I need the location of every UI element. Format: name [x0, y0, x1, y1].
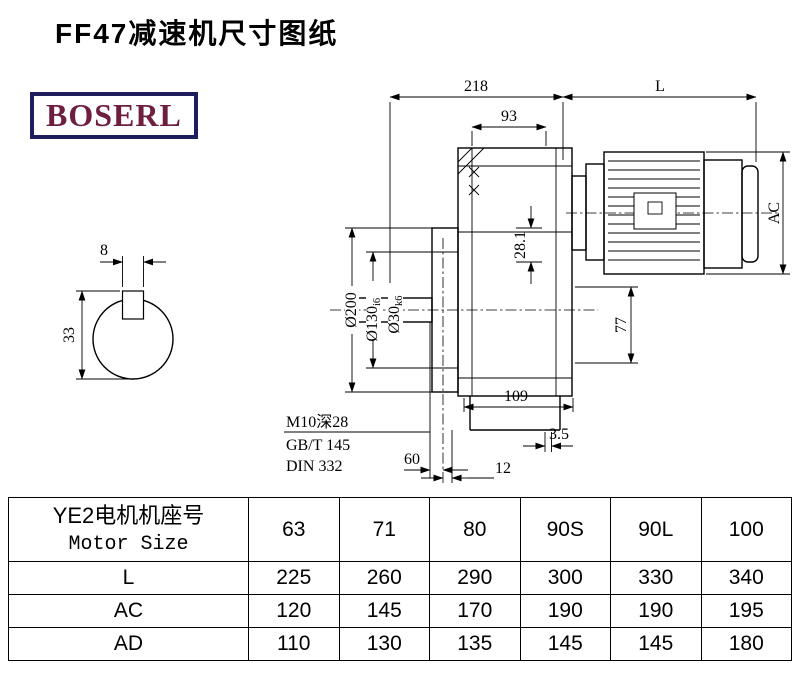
- value-AC-100: 195: [700, 594, 792, 628]
- value-AD-100: 180: [700, 627, 792, 661]
- motor-size-100: 100: [700, 497, 792, 562]
- dim-d30-tolerance: k6: [394, 296, 405, 307]
- value-AD-71: 130: [338, 627, 430, 661]
- page-title: FF47减速机尺寸图纸: [55, 18, 339, 49]
- motor-size-80: 80: [429, 497, 521, 562]
- row-label-AD: AD: [8, 627, 249, 661]
- motor-nameplate: [633, 192, 677, 230]
- table-row-AC: AC 120 145 170 190 190 195: [8, 594, 792, 628]
- motor-flange: [585, 163, 605, 261]
- value-AC-71: 145: [338, 594, 430, 628]
- dim-109-label: 109: [504, 388, 528, 405]
- motor-size-90s: 90S: [519, 497, 611, 562]
- value-L-63: 225: [248, 561, 340, 595]
- dim-28-1-label: 28.1: [512, 231, 529, 259]
- motor-endbell: [703, 159, 743, 269]
- value-L-100: 340: [700, 561, 792, 595]
- value-L-90s: 300: [519, 561, 611, 595]
- motor-size-63: 63: [248, 497, 340, 562]
- table-row-AD: AD 110 130 135 145 145 180: [8, 627, 792, 661]
- value-AD-90l: 145: [610, 627, 702, 661]
- motor-size-90l: 90L: [610, 497, 702, 562]
- value-AC-80: 170: [429, 594, 521, 628]
- dim-AC-label: AC: [766, 202, 783, 224]
- fan-cowl: [741, 165, 759, 263]
- dim-d200-label: Ø200: [343, 292, 360, 328]
- note-din-standard: DIN 332: [286, 458, 342, 475]
- motor-size-table: YE2电机机座号 Motor Size 63 71 80 90S 90L 100…: [8, 497, 792, 661]
- value-AD-80: 135: [429, 627, 521, 661]
- dim-d130-tolerance: i6: [372, 298, 383, 306]
- dim-60-label: 60: [404, 451, 420, 468]
- dim-L-label: L: [655, 78, 665, 95]
- shaft-section-view: 8 33: [61, 242, 174, 380]
- dim-33-label: 33: [61, 327, 78, 343]
- header-motor-size-en: Motor Size: [68, 532, 189, 556]
- value-AC-90s: 190: [519, 594, 611, 628]
- row-label-AC: AC: [8, 594, 249, 628]
- note-thread: M10深28: [286, 413, 348, 431]
- value-L-80: 290: [429, 561, 521, 595]
- value-AD-63: 110: [248, 627, 340, 661]
- motor-size-71: 71: [338, 497, 430, 562]
- table-row-L: L 225 260 290 300 330 340: [8, 561, 792, 595]
- value-AC-63: 120: [248, 594, 340, 628]
- dim-218-label: 218: [464, 78, 488, 95]
- dim-93-label: 93: [501, 108, 517, 125]
- dimensions: 218 L 93 AC 28.1 77: [284, 78, 790, 483]
- boserl-logo-text: BOSERL: [46, 97, 182, 133]
- dim-3-5-label: 3.5: [549, 426, 569, 443]
- value-L-90l: 330: [610, 561, 702, 595]
- dim-77-label: 77: [613, 317, 630, 333]
- boserl-logo: BOSERL: [30, 92, 198, 139]
- note-gb-standard: GB/T 145: [286, 437, 350, 454]
- dim-12-label: 12: [495, 460, 511, 477]
- keyway: [121, 290, 145, 320]
- header-motor-size: YE2电机机座号 Motor Size: [8, 497, 249, 562]
- dim-d130-label: Ø130: [364, 306, 381, 342]
- table-header-row: YE2电机机座号 Motor Size 63 71 80 90S 90L 100: [8, 497, 792, 562]
- dimension-drawing: 8 33: [61, 78, 790, 486]
- value-L-71: 260: [338, 561, 430, 595]
- header-motor-size-cn: YE2电机机座号: [52, 502, 205, 528]
- dim-d30-label: Ø30: [386, 306, 403, 334]
- value-AD-90s: 145: [519, 627, 611, 661]
- value-AC-90l: 190: [610, 594, 702, 628]
- row-label-L: L: [8, 561, 249, 595]
- dim-8-label: 8: [100, 242, 108, 259]
- gear-housing: [457, 147, 573, 397]
